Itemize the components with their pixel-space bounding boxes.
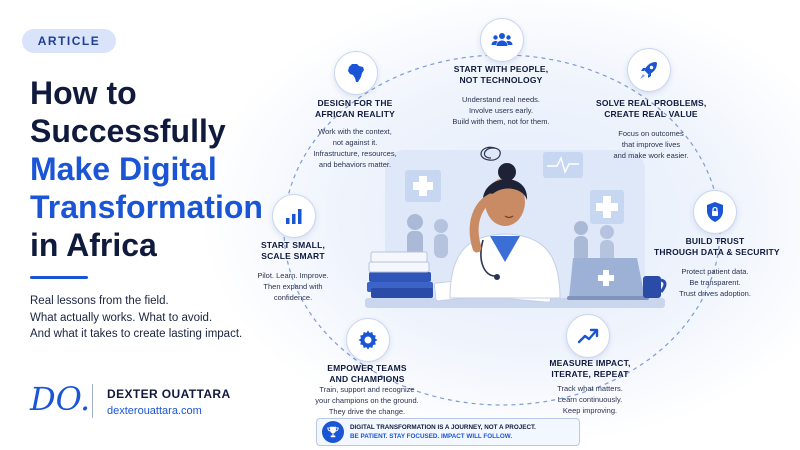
author-name: DEXTER OUATTARA xyxy=(107,387,231,401)
intro-text: Real lessons from the field. What actual… xyxy=(30,293,242,343)
gear-icon-circle xyxy=(346,318,390,362)
step-scale-title: START SMALL, SCALE SMART xyxy=(260,240,326,261)
intro-line: What actually works. What to avoid. xyxy=(30,311,213,324)
step-measure-title: MEASURE IMPACT, ITERATE, REPEAT xyxy=(549,358,631,379)
bar-chart-icon xyxy=(286,209,302,224)
author-initials-signature: DO. xyxy=(30,380,91,418)
intro-line: And what it takes to create lasting impa… xyxy=(30,328,243,340)
step-empower-body: Train, support and recognize your champi… xyxy=(315,385,419,416)
author-separator xyxy=(92,384,93,418)
step-africa-body: Work with the context, not against it. I… xyxy=(313,127,397,169)
people-icon xyxy=(491,33,513,46)
title-divider xyxy=(30,276,88,279)
title-line-3: Make Digital xyxy=(30,151,217,187)
title-line-4: Transformation xyxy=(30,189,263,225)
title-line-5: in Africa xyxy=(30,227,157,263)
africa-map-icon xyxy=(348,64,364,82)
step-problems-body: Focus on outcomes that improve lives and… xyxy=(613,129,689,160)
step-africa-title: DESIGN FOR THE AFRICAN REALITY xyxy=(315,98,395,119)
rocket-icon-circle xyxy=(627,48,671,92)
step-people-body: Understand real needs. Involve users ear… xyxy=(452,95,550,126)
step-trust-title: BUILD TRUST THROUGH DATA & SECURITY xyxy=(654,236,780,257)
trophy-icon-glyph xyxy=(327,426,339,438)
step-empower-title: EMPOWER TEAMS AND CHAMPIONS xyxy=(327,363,407,384)
step-measure-body: Track what matters. Learn continuously. … xyxy=(557,384,623,415)
doctor-illustration xyxy=(365,146,667,308)
rocket-icon xyxy=(640,62,657,79)
shield-lock-icon-circle xyxy=(693,190,737,234)
africa-map-icon-circle xyxy=(334,51,378,95)
shield-lock-icon xyxy=(707,202,723,222)
footer-callout: DIGITAL TRANSFORMATION IS A JOURNEY, NOT… xyxy=(316,418,580,446)
step-trust-body: Protect patient data. Be transparent. Tr… xyxy=(679,267,751,298)
footer-text: DIGITAL TRANSFORMATION IS A JOURNEY, NOT… xyxy=(350,423,536,441)
trend-up-icon-circle xyxy=(566,314,610,358)
step-people-title: START WITH PEOPLE, NOT TECHNOLOGY xyxy=(453,64,549,85)
people-icon-circle xyxy=(480,18,524,62)
intro-line: Real lessons from the field. xyxy=(30,295,169,307)
footer-line-2: BE PATIENT. STAY FOCUSED. IMPACT WILL FO… xyxy=(350,433,513,440)
page-title: How to Successfully Make Digital Transfo… xyxy=(30,74,285,264)
footer-line-1: DIGITAL TRANSFORMATION IS A JOURNEY, NOT… xyxy=(350,424,536,431)
bar-chart-icon-circle xyxy=(272,194,316,238)
step-problems-title: SOLVE REAL PROBLEMS, CREATE REAL VALUE xyxy=(596,98,707,119)
author-website-link[interactable]: dexterouattara.com xyxy=(107,405,202,417)
article-badge: ARTICLE xyxy=(22,29,116,53)
title-line-2: Successfully xyxy=(30,113,226,149)
step-scale-body: Pilot. Learn. Improve. Then expand with … xyxy=(257,271,329,302)
title-line-1: How to xyxy=(30,75,137,111)
gear-icon xyxy=(358,330,378,350)
trend-up-icon xyxy=(577,328,599,344)
trophy-icon xyxy=(322,421,344,443)
